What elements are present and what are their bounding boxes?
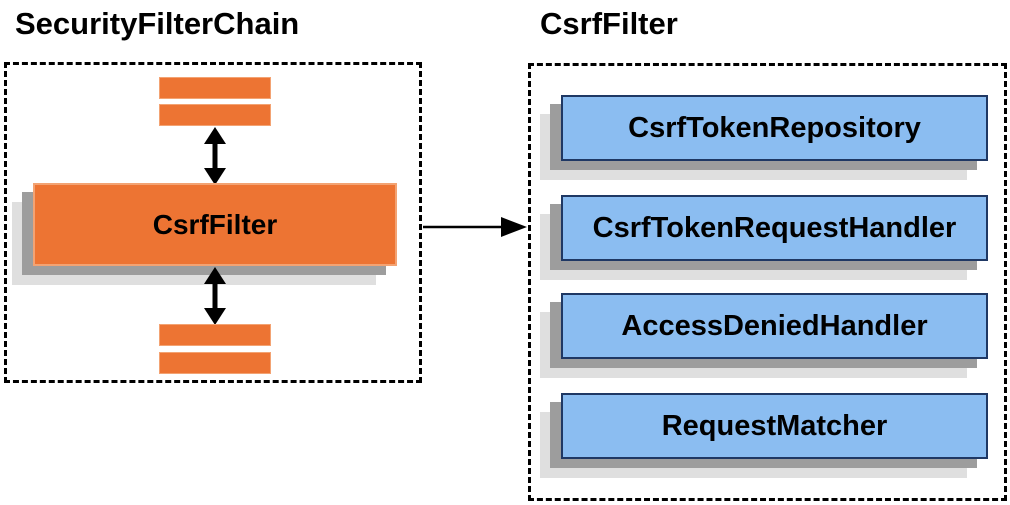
component-box-request-matcher: RequestMatcher: [540, 393, 988, 478]
component-box-csrf-token-repository: CsrfTokenRepository: [540, 95, 988, 180]
filter-bar: [159, 324, 271, 346]
filter-bar: [159, 77, 271, 99]
security-filter-chain-title: SecurityFilterChain: [15, 6, 300, 41]
right-arrow-icon: [423, 217, 527, 237]
component-box-csrf-token-request-handler: CsrfTokenRequestHandler: [540, 195, 988, 280]
csrf-filter-container: [528, 63, 1007, 501]
component-label: CsrfTokenRequestHandler: [561, 195, 988, 261]
filter-bar: [159, 352, 271, 374]
security-filter-chain-container: [4, 62, 422, 383]
component-label: RequestMatcher: [561, 393, 988, 459]
csrf-filter-box: CsrfFilter: [12, 183, 397, 285]
filter-bar: [159, 104, 271, 126]
up-down-arrow-icon: [204, 127, 226, 185]
csrf-filter-box-label: CsrfFilter: [33, 183, 397, 266]
component-label: CsrfTokenRepository: [561, 95, 988, 161]
component-label: AccessDeniedHandler: [561, 293, 988, 359]
up-down-arrow-icon: [204, 267, 226, 325]
component-box-access-denied-handler: AccessDeniedHandler: [540, 293, 988, 378]
csrf-filter-title: CsrfFilter: [540, 6, 678, 41]
